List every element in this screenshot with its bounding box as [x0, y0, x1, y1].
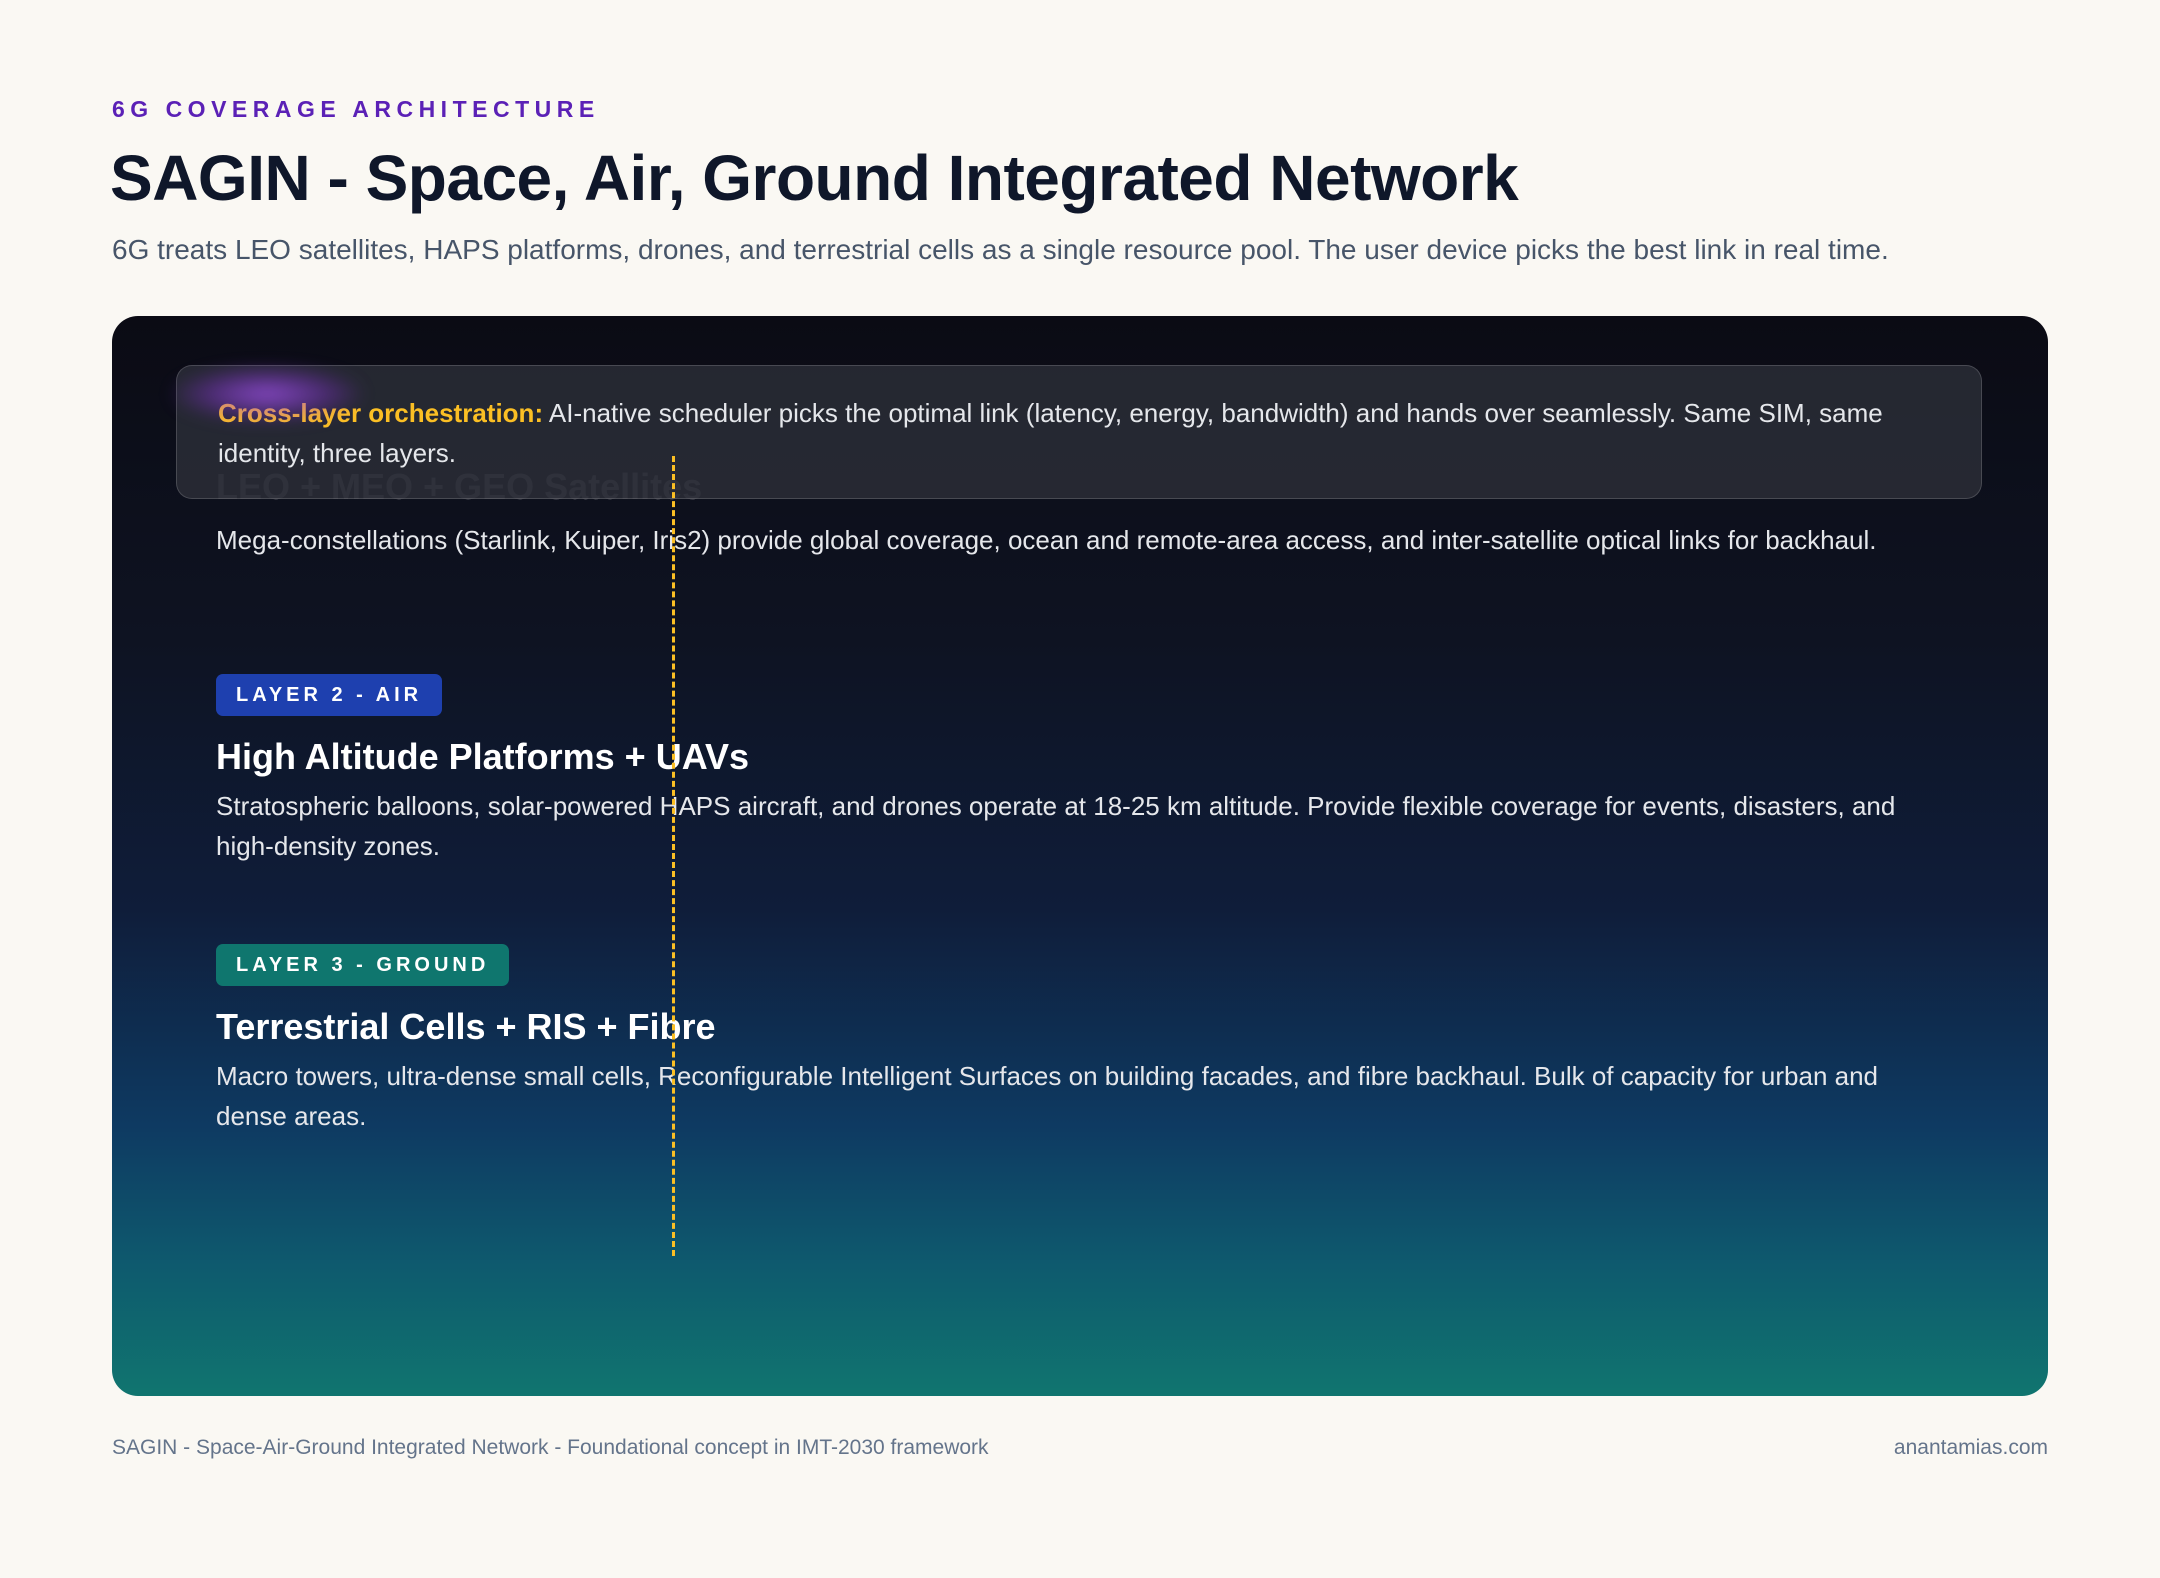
orchestration-text: Cross-layer orchestration: AI-native sch… — [218, 393, 1958, 473]
layer-air-title: High Altitude Platforms + UAVs — [216, 736, 750, 777]
orchestration-description: AI-native scheduler picks the optimal li… — [218, 398, 1883, 468]
layer-air-description: Stratospheric balloons, solar-powered HA… — [216, 791, 1896, 861]
orchestration-glow — [172, 366, 362, 422]
page-title: SAGIN - Space, Air, Ground Integrated Ne… — [110, 142, 1519, 214]
layer-air: LAYER 2 - AIR High Altitude Platforms + … — [216, 674, 1936, 866]
layer-ground-title: Terrestrial Cells + RIS + Fibre — [216, 1006, 716, 1047]
layer-air-badge: LAYER 2 - AIR — [216, 674, 443, 716]
page-subtitle: 6G treats LEO satellites, HAPS platforms… — [112, 234, 1889, 265]
layer-ground-description: Macro towers, ultra-dense small cells, R… — [216, 1061, 1879, 1131]
orchestration-callout: Cross-layer orchestration: AI-native sch… — [176, 365, 1982, 499]
footer-site-link[interactable]: anantamias.com — [1893, 1436, 2048, 1459]
footer-caption: SAGIN - Space-Air-Ground Integrated Netw… — [112, 1436, 989, 1459]
layer-ground: LAYER 3 - GROUND Terrestrial Cells + RIS… — [216, 944, 1936, 1136]
cross-layer-connector-line — [672, 456, 675, 1256]
architecture-panel: Cross-layer orchestration: AI-native sch… — [112, 316, 2048, 1396]
layer-space-description: Mega-constellations (Starlink, Kuiper, I… — [216, 525, 1877, 555]
layer-ground-badge: LAYER 3 - GROUND — [216, 944, 510, 986]
eyebrow-label: 6G COVERAGE ARCHITECTURE — [112, 96, 600, 122]
